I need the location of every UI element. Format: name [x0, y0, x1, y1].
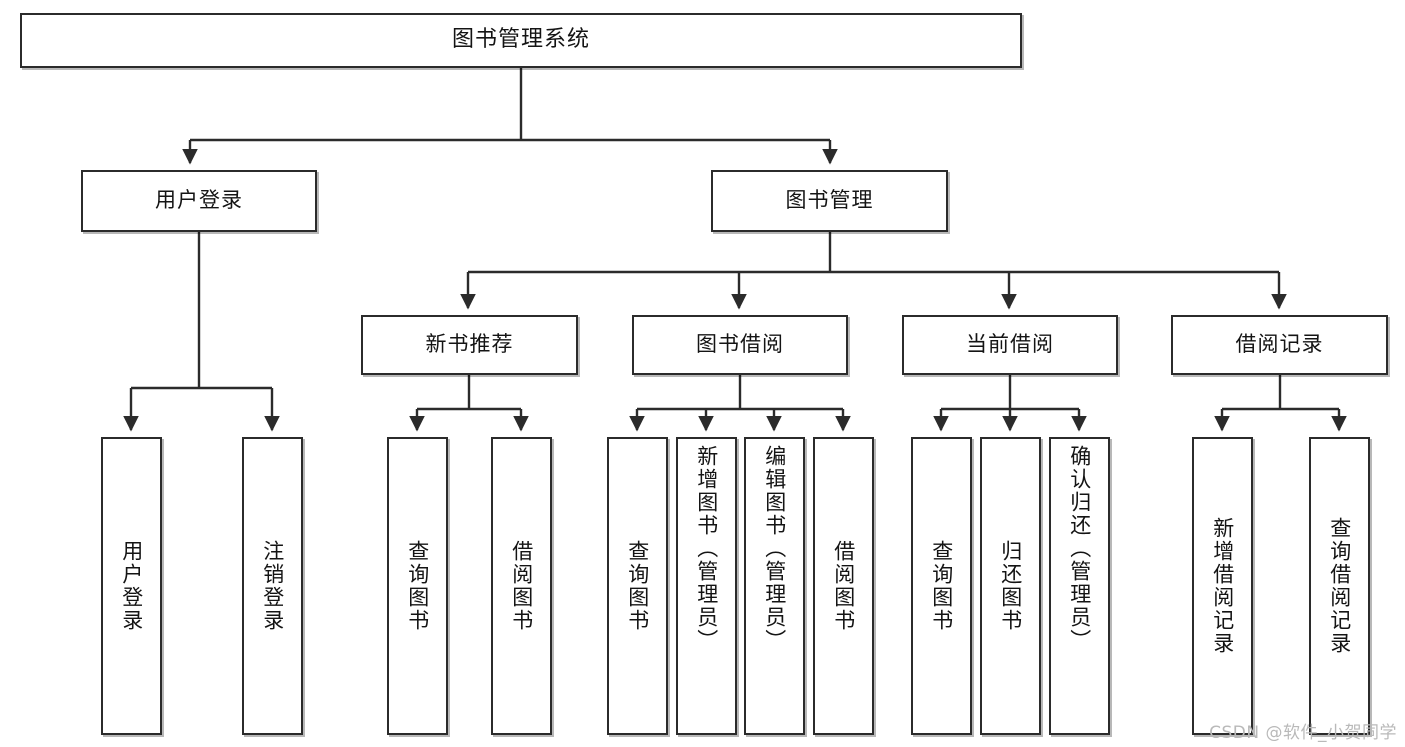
node-borrow-record[interactable]: 借阅记录 [1171, 315, 1388, 375]
node-leaf-return-book[interactable]: 归还图书 [980, 437, 1041, 735]
node-leaf-borrow-book-1[interactable]: 借阅图书 [491, 437, 552, 735]
node-current-borrow[interactable]: 当前借阅 [902, 315, 1118, 375]
node-leaf-add-record[interactable]: 新增借阅记录 [1192, 437, 1253, 735]
node-borrow-record-label: 借阅记录 [1235, 332, 1324, 357]
node-leaf-query-book-3-label: 查询图书 [929, 540, 954, 632]
node-leaf-add-book[interactable]: 新增图书（管理员） [676, 437, 737, 735]
csdn-watermark: CSDN @软件_小贺同学 [1209, 723, 1397, 743]
node-leaf-user-logout-label: 注销登录 [260, 540, 285, 632]
node-new-book-recommend-label: 新书推荐 [425, 332, 514, 357]
node-user-login[interactable]: 用户登录 [81, 170, 317, 232]
node-book-manage-label: 图书管理 [785, 188, 874, 213]
leaf-inner: 借阅图书 [828, 439, 858, 733]
node-leaf-edit-book-label: 编辑图书（管理员） [762, 445, 787, 652]
node-user-login-label: 用户登录 [155, 188, 243, 213]
node-new-book-recommend[interactable]: 新书推荐 [361, 315, 578, 375]
leaf-inner: 借阅图书 [506, 439, 536, 733]
node-leaf-user-login-label: 用户登录 [119, 540, 144, 632]
leaf-inner: 确认归还（管理员） [1064, 439, 1094, 739]
node-leaf-user-logout[interactable]: 注销登录 [242, 437, 303, 735]
node-book-borrow-label: 图书借阅 [696, 332, 784, 357]
node-leaf-query-book-1[interactable]: 查询图书 [387, 437, 448, 735]
node-leaf-borrow-book-2[interactable]: 借阅图书 [813, 437, 874, 735]
leaf-inner: 查询图书 [926, 439, 956, 733]
node-leaf-query-book-1-label: 查询图书 [405, 540, 430, 632]
leaf-inner: 归还图书 [995, 439, 1025, 733]
node-leaf-confirm-return-label: 确认归还（管理员） [1067, 445, 1092, 652]
node-leaf-borrow-book-2-label: 借阅图书 [831, 540, 856, 632]
node-book-borrow[interactable]: 图书借阅 [632, 315, 848, 375]
leaf-inner: 注销登录 [257, 439, 287, 733]
node-root[interactable]: 图书管理系统 [20, 13, 1022, 68]
node-leaf-edit-book[interactable]: 编辑图书（管理员） [744, 437, 805, 735]
leaf-inner: 查询图书 [402, 439, 432, 733]
node-leaf-user-login[interactable]: 用户登录 [101, 437, 162, 735]
node-leaf-add-record-label: 新增借阅记录 [1210, 517, 1235, 655]
node-leaf-query-book-2[interactable]: 查询图书 [607, 437, 668, 735]
node-current-borrow-label: 当前借阅 [966, 332, 1054, 357]
leaf-inner: 用户登录 [116, 439, 146, 733]
leaf-inner: 编辑图书（管理员） [759, 439, 789, 739]
leaf-inner: 新增借阅记录 [1207, 439, 1237, 733]
node-leaf-query-record-label: 查询借阅记录 [1327, 517, 1352, 655]
node-leaf-query-book-2-label: 查询图书 [625, 540, 650, 632]
node-leaf-borrow-book-1-label: 借阅图书 [509, 540, 534, 632]
leaf-inner: 查询图书 [622, 439, 652, 733]
node-root-label: 图书管理系统 [451, 27, 590, 53]
node-leaf-confirm-return[interactable]: 确认归还（管理员） [1049, 437, 1110, 735]
leaf-inner: 查询借阅记录 [1324, 439, 1354, 733]
node-leaf-query-book-3[interactable]: 查询图书 [911, 437, 972, 735]
node-book-manage[interactable]: 图书管理 [711, 170, 948, 232]
node-leaf-query-record[interactable]: 查询借阅记录 [1309, 437, 1370, 735]
node-leaf-return-book-label: 归还图书 [998, 540, 1023, 632]
node-leaf-add-book-label: 新增图书（管理员） [694, 445, 719, 652]
leaf-inner: 新增图书（管理员） [691, 439, 721, 739]
